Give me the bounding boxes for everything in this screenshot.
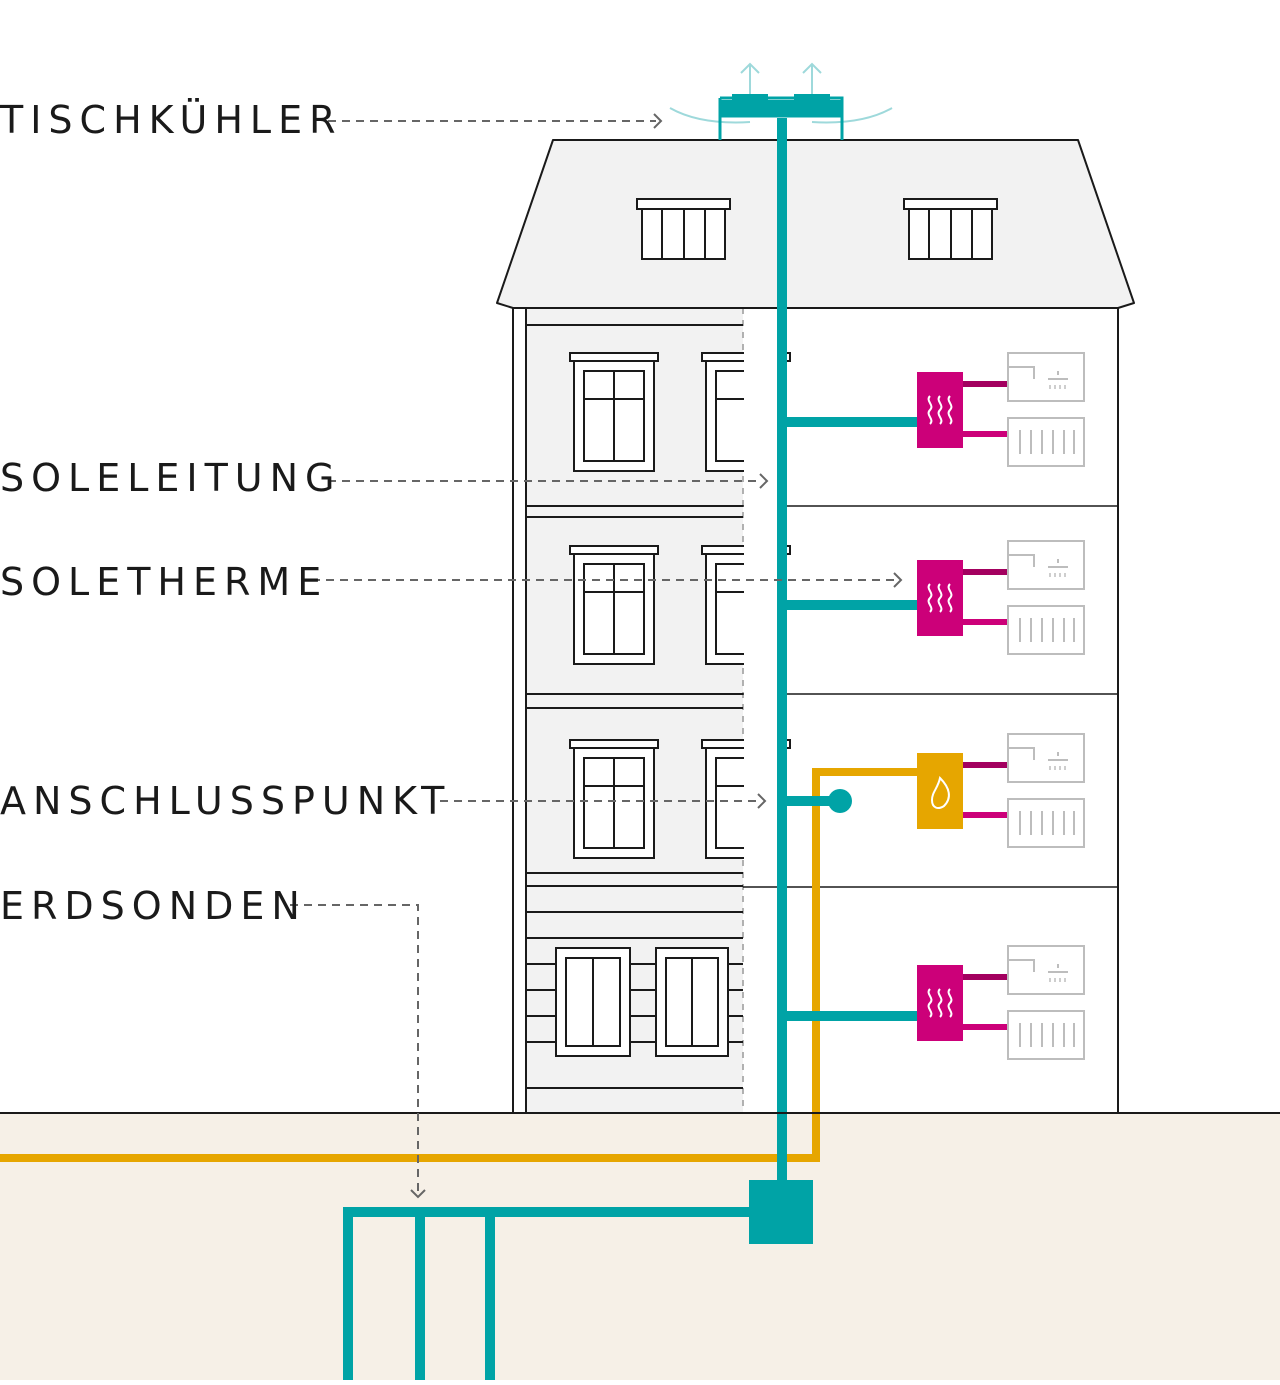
facade-windows	[555, 352, 791, 1057]
radiator-icon	[1007, 417, 1085, 467]
floor-units	[917, 352, 1085, 1060]
manifold	[749, 1180, 813, 1244]
label-soleleitung: SOLELEITUNG	[0, 456, 342, 500]
radiator-icon	[1007, 1010, 1085, 1060]
label-erdsonden: ERDSONDEN	[0, 884, 307, 928]
connection-point	[828, 789, 852, 813]
leader-lines	[290, 120, 896, 1192]
radiator-icon	[1007, 798, 1085, 848]
shower-icon	[1007, 540, 1085, 590]
shower-icon	[1007, 733, 1085, 783]
ground	[0, 1113, 1280, 1380]
radiator-icon	[1007, 605, 1085, 655]
label-tischkuehler: TISCHKÜHLER	[0, 98, 343, 142]
shower-icon	[1007, 352, 1085, 402]
heat-pump-unit	[917, 560, 1008, 636]
roof	[496, 139, 1135, 309]
arrow-up-icon	[802, 62, 822, 94]
dry-cooler	[669, 62, 893, 140]
gas-unit	[917, 753, 1008, 829]
leader-arrowheads	[410, 113, 903, 1199]
brine-pipe	[343, 118, 918, 1380]
label-anschlusspunkt: ANSCHLUSSPUNKT	[0, 779, 452, 823]
gas-pipe	[0, 768, 918, 1162]
shower-icon	[1007, 945, 1085, 995]
heat-pump-unit	[917, 372, 1008, 448]
label-soletherme: SOLETHERME	[0, 560, 329, 604]
heat-pump-unit	[917, 965, 1008, 1041]
arrow-up-icon	[740, 62, 760, 94]
